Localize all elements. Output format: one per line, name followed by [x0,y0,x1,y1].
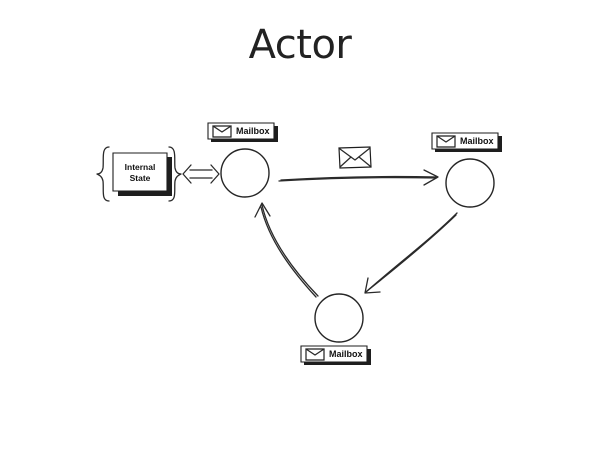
mailbox-envelope-icon [305,348,325,361]
mailbox-label-b: Mailbox [460,136,494,146]
actor-node-c [314,293,364,343]
state-label-line2: State [130,173,151,183]
diagram-title: Actor [248,22,352,68]
actor-c: Mailbox [300,293,371,365]
message-arrow-c-to-a [254,202,319,298]
mailbox-label-c: Mailbox [329,349,363,359]
curly-brace-left-icon [96,146,110,202]
mailbox-envelope-icon [436,135,456,148]
mailbox-c: Mailbox [300,345,371,365]
mailbox-label-a: Mailbox [236,126,270,136]
curly-brace-right-icon [168,146,182,202]
actor-b: Mailbox [431,132,502,208]
actor-a: Mailbox [207,122,278,198]
mailbox-b: Mailbox [431,132,502,152]
message-arrow-a-to-b [278,169,439,186]
actor-node-a [220,148,270,198]
state-label-line1: Internal [125,162,156,172]
envelope-icon [338,146,372,169]
mailbox-envelope-icon [212,125,232,138]
actor-node-b [445,158,495,208]
mailbox-a: Mailbox [207,122,278,142]
internal-state: Internal State [96,146,182,202]
message-arrow-b-to-c [364,212,458,294]
double-arrow-icon [182,164,220,184]
